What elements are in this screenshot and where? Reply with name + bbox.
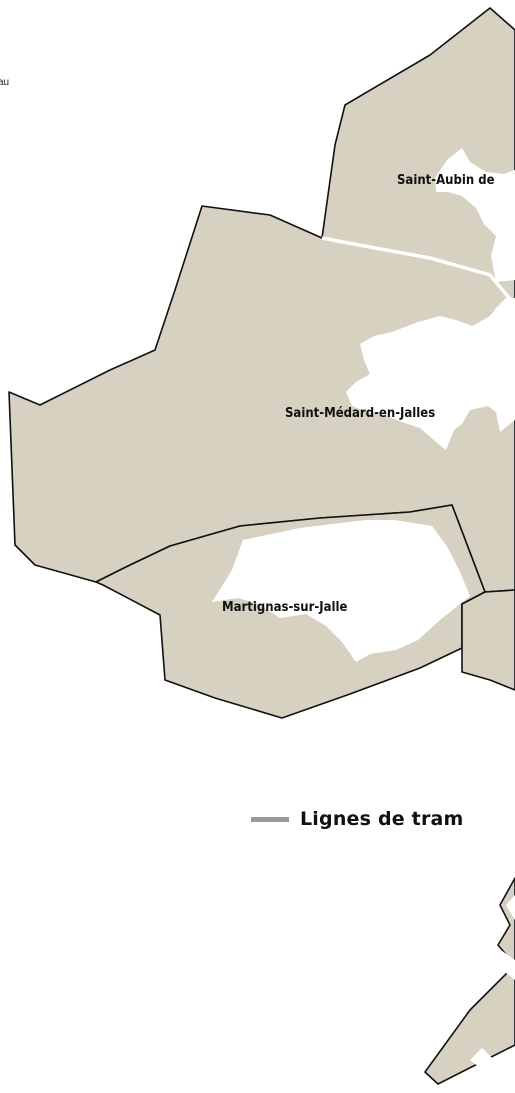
urban-area-south [506, 895, 515, 920]
commune-martignas[interactable] [95, 504, 486, 719]
urban-area-saint-medard [346, 298, 515, 450]
neighbour-commune-east [461, 589, 515, 691]
map-legend: Lignes de tram [251, 804, 464, 834]
label-saint-medard: Saint-Médard-en-Jalles [285, 406, 435, 421]
cut-off-text: au [0, 77, 10, 88]
urban-area-south-2 [490, 948, 515, 980]
commune-shape-east [461, 589, 515, 691]
urban-area-saint-aubin [435, 148, 515, 282]
neighbour-commune-south [424, 877, 515, 1085]
urban-area-martignas [212, 520, 470, 662]
urban-area-south-3 [470, 1048, 492, 1068]
label-martignas: Martignas-sur-Jalle [222, 600, 347, 615]
legend-tram-label: Lignes de tram [300, 808, 464, 830]
tram-line-swatch [251, 816, 289, 822]
boundary-line [321, 236, 515, 307]
label-saint-aubin: Saint-Aubin de [397, 173, 495, 188]
commune-shape-south [424, 877, 515, 1085]
